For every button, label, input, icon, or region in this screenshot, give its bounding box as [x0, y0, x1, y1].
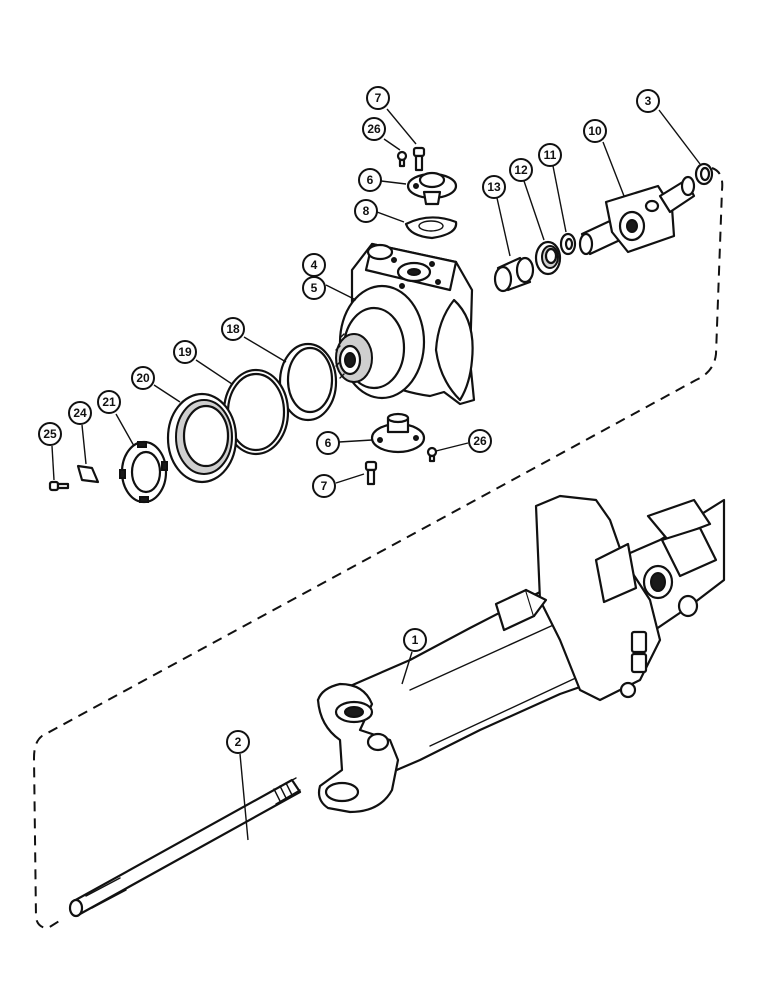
- lock-plate: [76, 464, 100, 484]
- callout-18: 18: [221, 317, 245, 341]
- callout-7-lower: 7: [312, 474, 336, 498]
- callout-label: 2: [235, 735, 242, 749]
- shim-hole: [418, 220, 444, 232]
- callout-6-lower: 6: [316, 431, 340, 455]
- callout-label: 26: [367, 122, 381, 136]
- upper-cap-bolt: [412, 146, 426, 172]
- callout-4: 4: [302, 253, 326, 277]
- leader-12: [523, 180, 545, 241]
- leader-7-upper: [386, 108, 417, 145]
- upper-kingpin-cap: [406, 171, 458, 206]
- leader-24: [81, 424, 87, 465]
- leader-6-lower: [338, 439, 373, 443]
- shim: [404, 216, 458, 240]
- callout-5: 5: [302, 276, 326, 300]
- leader-2: [239, 753, 249, 841]
- callout-label: 19: [178, 345, 192, 359]
- callout-label: 25: [43, 427, 57, 441]
- bearing-cup: [278, 342, 338, 422]
- leader-13: [496, 197, 511, 257]
- callout-26-upper: 26: [362, 117, 386, 141]
- callout-label: 6: [325, 436, 332, 450]
- lock-nut: [119, 440, 168, 504]
- axle-housing: [316, 494, 726, 814]
- callout-label: 5: [311, 281, 318, 295]
- leader-1: [401, 651, 413, 685]
- leader-6-upper: [380, 180, 407, 185]
- seal: [534, 240, 562, 276]
- callout-8: 8: [354, 199, 378, 223]
- callout-13: 13: [482, 175, 506, 199]
- callout-label: 4: [311, 258, 318, 272]
- callout-label: 7: [321, 479, 328, 493]
- steering-knuckle: [335, 242, 476, 406]
- leader-19: [195, 359, 233, 385]
- callout-20: 20: [131, 366, 155, 390]
- leader-8: [376, 211, 405, 223]
- callout-26-lower: 26: [468, 429, 492, 453]
- retaining-ring: [694, 162, 714, 186]
- leader-11: [552, 165, 567, 233]
- callout-6-upper: 6: [358, 168, 382, 192]
- upper-grease-fitting: [396, 150, 408, 168]
- callout-label: 26: [473, 434, 487, 448]
- o-ring: [222, 368, 290, 456]
- universal-joint: [578, 175, 696, 256]
- callout-2: 2: [226, 730, 250, 754]
- lock-plate-screw: [48, 480, 70, 492]
- lower-kingpin-cap: [370, 412, 426, 454]
- leader-25: [51, 445, 55, 481]
- callout-12: 12: [509, 158, 533, 182]
- callout-11: 11: [538, 143, 562, 167]
- callout-label: 10: [588, 124, 602, 138]
- wheel-seal: [166, 392, 238, 484]
- leader-7-lower: [335, 473, 365, 484]
- leader-26-lower: [435, 442, 469, 452]
- leader-26-upper: [383, 138, 401, 151]
- callout-7-upper: 7: [366, 86, 390, 110]
- callout-label: 8: [363, 204, 370, 218]
- callout-10: 10: [583, 119, 607, 143]
- callout-label: 11: [544, 148, 557, 162]
- callout-21: 21: [97, 390, 121, 414]
- callout-label: 21: [102, 395, 116, 409]
- leader-20: [153, 384, 181, 403]
- leader-21: [115, 413, 135, 447]
- callout-19: 19: [173, 340, 197, 364]
- callout-label: 18: [226, 322, 240, 336]
- leader-18: [243, 336, 287, 363]
- assembly-path-dashed-line: [32, 167, 724, 930]
- callout-label: 7: [375, 91, 382, 105]
- leader-10: [602, 141, 625, 197]
- lower-grease-fitting: [426, 446, 438, 463]
- snap-ring: [559, 232, 577, 256]
- callout-24: 24: [68, 401, 92, 425]
- leader-3: [658, 109, 701, 165]
- callout-label: 6: [367, 173, 374, 187]
- axle-shaft: [68, 777, 302, 918]
- lower-cap-bolt: [364, 460, 378, 486]
- callout-label: 20: [136, 371, 150, 385]
- callout-label: 13: [487, 180, 501, 194]
- callout-label: 12: [514, 163, 528, 177]
- leader-4-5: [325, 284, 357, 301]
- callout-label: 1: [412, 633, 419, 647]
- callout-label: 3: [645, 94, 652, 108]
- callout-3: 3: [636, 89, 660, 113]
- bushing: [493, 256, 535, 293]
- callout-1: 1: [403, 628, 427, 652]
- callout-25: 25: [38, 422, 62, 446]
- callout-label: 24: [73, 406, 87, 420]
